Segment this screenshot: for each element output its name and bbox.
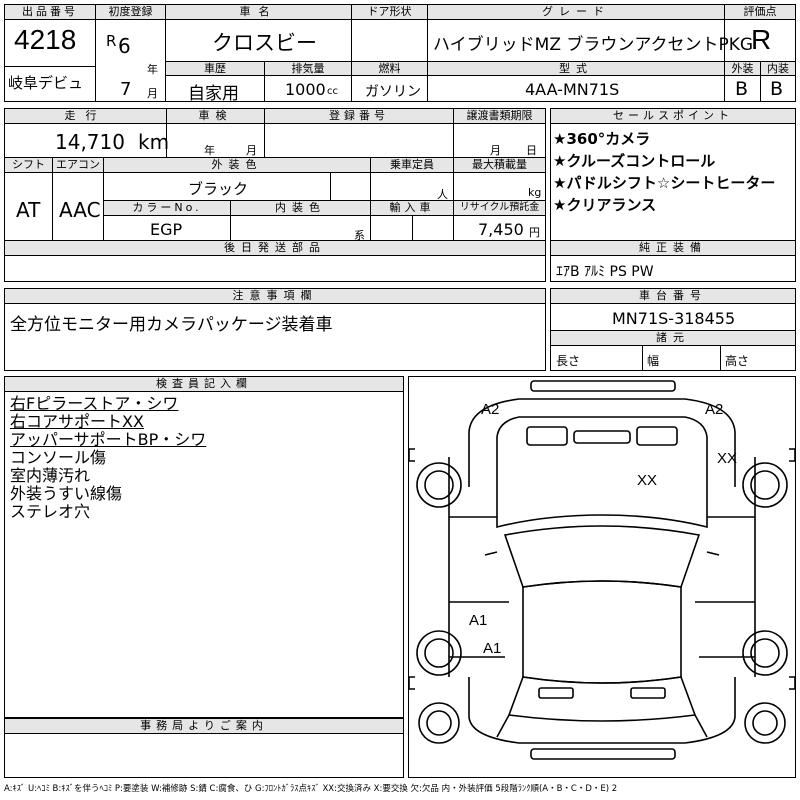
history: 自家用 xyxy=(188,84,239,104)
mileage-unit: km xyxy=(138,130,170,154)
reg-year: 6 xyxy=(118,34,131,58)
capacity-unit: 人 xyxy=(437,188,448,201)
recycle-unit: 円 xyxy=(529,226,540,239)
grade-header: グレード xyxy=(428,5,724,20)
insp-year-unit: 年 xyxy=(204,144,215,157)
height-label: 高さ xyxy=(725,354,750,368)
ext-score-header: 外装 xyxy=(725,62,760,76)
transfer-month-unit: 月 xyxy=(490,144,501,157)
ext-score: B xyxy=(735,78,749,100)
grade: ハイブリッドMZ ブラウンアクセントPKG xyxy=(433,35,754,55)
inspector-block xyxy=(4,376,404,718)
notes-header: 注意事項欄 xyxy=(5,289,545,304)
capacity-header: 乗車定員 xyxy=(371,158,453,173)
score-header: 評価点 xyxy=(725,5,795,20)
displacement-unit: cc xyxy=(327,86,338,97)
notes-text: 全方位モニター用カメラパッケージ装着車 xyxy=(10,315,333,335)
year-unit: 年 xyxy=(147,63,158,76)
car-name-header: 車名 xyxy=(166,5,351,20)
diagram-mark-a2-left: A2 xyxy=(481,401,499,418)
inspector-note-line: コンソール傷 xyxy=(10,448,107,467)
sales-points-list: ★360°カメラ ★クルーズコントロール ★パドルシフト☆シートヒーター ★クリアラン… xyxy=(553,128,793,216)
recycle-amount: 7,450 xyxy=(478,220,524,239)
sales-point-item: ★パドルシフト☆シートヒーター xyxy=(553,174,776,192)
equipment-header: 純正装備 xyxy=(551,241,795,256)
fuel: ガソリン xyxy=(365,84,421,100)
parts-header: 後日発送部品 xyxy=(5,241,545,256)
int-score-header: 内装 xyxy=(761,62,795,76)
inspector-note-line: 室内薄汚れ xyxy=(10,466,91,485)
displacement-header: 排気量 xyxy=(265,62,351,76)
transfer-day-unit: 日 xyxy=(526,144,537,157)
width-label: 幅 xyxy=(647,354,660,368)
car-name: クロスビー xyxy=(212,31,317,55)
insp-month-unit: 月 xyxy=(246,144,257,157)
diagram-mark-a1-lower: A1 xyxy=(483,640,501,657)
mileage-header: 走行 xyxy=(5,109,166,124)
inspector-note-line: 右Fピラーストア・シワ xyxy=(10,394,179,413)
equipment-value: ｴｱB ｱﾙﾐ PS PW xyxy=(556,264,654,280)
vehicle-info-block xyxy=(4,108,546,241)
transfer-header: 譲渡書類期限 xyxy=(454,109,545,124)
inspector-note-line: ステレオ穴 xyxy=(10,502,91,521)
model-header: 型式 xyxy=(428,62,724,76)
inspector-note-line: 右コアサポートXX xyxy=(10,412,144,431)
fuel-header: 燃料 xyxy=(352,62,427,76)
inspector-note-line: 外装うすい線傷 xyxy=(10,484,123,503)
reg-no-header: 登録番号 xyxy=(265,109,453,124)
color: ブラック xyxy=(188,180,249,198)
era: R xyxy=(106,32,117,50)
load-unit: kg xyxy=(528,186,542,199)
lot-number: 4218 xyxy=(14,24,77,55)
lot-no-header: 出品番号 xyxy=(5,5,95,20)
diagram-mark-xx-hood: XX xyxy=(637,472,657,489)
diagram-mark-xx-right: XX xyxy=(717,450,737,467)
sales-points-header: セールスポイント xyxy=(551,109,795,124)
chassis-header: 車台番号 xyxy=(551,289,795,304)
recycle-header: リサイクル預託金 xyxy=(454,201,545,216)
top-block xyxy=(4,4,796,102)
int-score: B xyxy=(770,78,784,100)
inspector-note-line: アッパーサポートBP・シワ xyxy=(10,430,207,449)
color-no: EGP xyxy=(150,220,183,239)
car-diagram: A2 A2 XX XX A1 A1 xyxy=(409,380,795,760)
length-label: 長さ xyxy=(556,354,581,368)
import-header: 輸入車 xyxy=(371,201,453,216)
sales-point-item: ★クリアランス xyxy=(553,196,657,214)
door-header: ドア形状 xyxy=(352,5,427,20)
ac: AAC xyxy=(59,198,101,222)
inspection-header: 車検 xyxy=(167,109,264,124)
sales-point-item: ★360°カメラ xyxy=(553,130,651,148)
model: 4AA-MN71S xyxy=(525,80,620,99)
first-reg-header: 初度登録 xyxy=(96,5,165,20)
mileage: 14,710 xyxy=(55,130,125,154)
score: R xyxy=(751,24,772,55)
displacement: 1000 xyxy=(285,80,326,99)
spec-header: 諸元 xyxy=(551,331,795,346)
diagram-mark-a2-right: A2 xyxy=(705,401,723,418)
int-color-header: 内装色 xyxy=(231,201,370,216)
chassis-number: MN71S-318455 xyxy=(612,309,736,328)
diagram-mark-a1-upper: A1 xyxy=(469,612,487,629)
office-header: 事務局よりご案内 xyxy=(5,719,403,734)
legend: A:ｷｽﾞ U:ﾍｺﾐ B:ｷｽﾞを伴うﾍｺﾐ P:要塗装 W:補修跡 S:錆 … xyxy=(4,784,618,794)
history-header: 車歴 xyxy=(166,62,264,76)
month-unit: 月 xyxy=(147,87,158,100)
sales-point-item: ★クルーズコントロール xyxy=(553,152,716,170)
ac-header: エアコン xyxy=(53,158,103,173)
reg-month: 7 xyxy=(120,79,132,100)
shift: AT xyxy=(16,198,41,222)
venue-label: 岐阜デビュ xyxy=(8,74,84,92)
int-color-unit: 系 xyxy=(354,229,365,242)
shift-header: シフト xyxy=(5,158,52,173)
load-header: 最大積載量 xyxy=(454,158,545,173)
inspector-header: 検査員記入欄 xyxy=(5,377,403,392)
color-no-header: カラーNo. xyxy=(104,201,230,216)
color-header: 外装色 xyxy=(104,158,370,173)
